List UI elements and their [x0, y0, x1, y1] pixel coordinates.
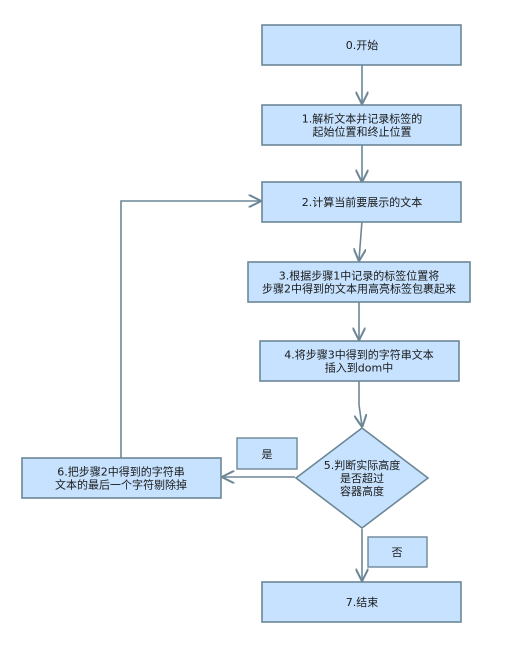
node-decide-text: 5.判断实际高度是否超过容器高度 — [324, 458, 401, 498]
node-trim-line-0: 6.把步骤2中得到的字符串 — [57, 465, 185, 479]
node-insert-text: 4.将步骤3中得到的字符串文本插入到dom中 — [284, 348, 434, 375]
node-decide-line-2: 容器高度 — [340, 484, 384, 498]
node-start: 0.开始 — [261, 24, 462, 66]
node-wrap-line-0: 3.根据步骤1中记录的标签位置将 — [279, 269, 440, 283]
edge-trim-to-compute — [120, 201, 260, 458]
node-trim-line-1: 文本的最后一个字符剔除掉 — [55, 478, 187, 492]
edge-label-yes-box — [236, 437, 298, 470]
node-end-box — [261, 581, 462, 623]
node-compute-line-0: 2.计算当前要展示的文本 — [302, 195, 423, 209]
node-start-line-0: 0.开始 — [346, 38, 379, 52]
node-compute-box — [261, 181, 462, 223]
node-decide-line-1: 是否超过 — [340, 471, 384, 485]
node-start-text: 0.开始 — [346, 38, 379, 52]
node-decide-diamond — [294, 426, 430, 530]
node-parse-line-1: 起始位置和终止位置 — [313, 125, 412, 139]
edge-compute-to-wrap — [359, 220, 362, 260]
node-trim-text: 6.把步骤2中得到的字符串文本的最后一个字符剔除掉 — [55, 465, 187, 492]
edge-label-no: 否 — [367, 536, 428, 568]
node-compute-text: 2.计算当前要展示的文本 — [302, 195, 423, 209]
node-parse-line-0: 1.解析文本并记录标签的 — [302, 112, 423, 126]
node-parse-text: 1.解析文本并记录标签的起始位置和终止位置 — [302, 112, 423, 139]
edge-label-no-text: 否 — [392, 546, 403, 559]
edge-labels: 是 否 — [236, 437, 428, 568]
node-wrap-box — [247, 261, 471, 303]
node-insert-line-0: 4.将步骤3中得到的字符串文本 — [284, 348, 434, 362]
edge-insert-to-decide — [359, 380, 362, 426]
node-wrap: 3.根据步骤1中记录的标签位置将步骤2中得到的文本用高亮标签包裹起来 — [247, 261, 471, 303]
edge-label-yes: 是 — [236, 437, 298, 470]
node-trim: 6.把步骤2中得到的字符串文本的最后一个字符剔除掉 — [21, 457, 222, 499]
edge-label-yes-text: 是 — [262, 448, 273, 461]
node-wrap-text: 3.根据步骤1中记录的标签位置将步骤2中得到的文本用高亮标签包裹起来 — [262, 269, 456, 296]
node-compute: 2.计算当前要展示的文本 — [261, 181, 462, 223]
node-end-text: 7.结束 — [346, 596, 379, 609]
node-parse-box — [261, 104, 462, 146]
node-insert-line-1: 插入到dom中 — [325, 361, 393, 375]
node-parse: 1.解析文本并记录标签的起始位置和终止位置 — [261, 104, 462, 146]
edges — [120, 64, 362, 580]
node-decide-line-0: 5.判断实际高度 — [324, 458, 401, 472]
nodes: 0.开始 1.解析文本并记录标签的起始位置和终止位置 2.计算当前要展示的文本 … — [21, 24, 471, 623]
node-start-box — [261, 24, 462, 66]
node-insert: 4.将步骤3中得到的字符串文本插入到dom中 — [259, 340, 460, 382]
node-end: 7.结束 — [261, 581, 462, 623]
node-insert-box — [259, 340, 460, 382]
node-wrap-line-1: 步骤2中得到的文本用高亮标签包裹起来 — [262, 282, 456, 296]
edge-label-no-box — [367, 536, 428, 568]
node-trim-box — [21, 457, 222, 499]
node-end-line-0: 7.结束 — [346, 596, 379, 609]
node-decide: 5.判断实际高度是否超过容器高度 — [294, 426, 430, 530]
